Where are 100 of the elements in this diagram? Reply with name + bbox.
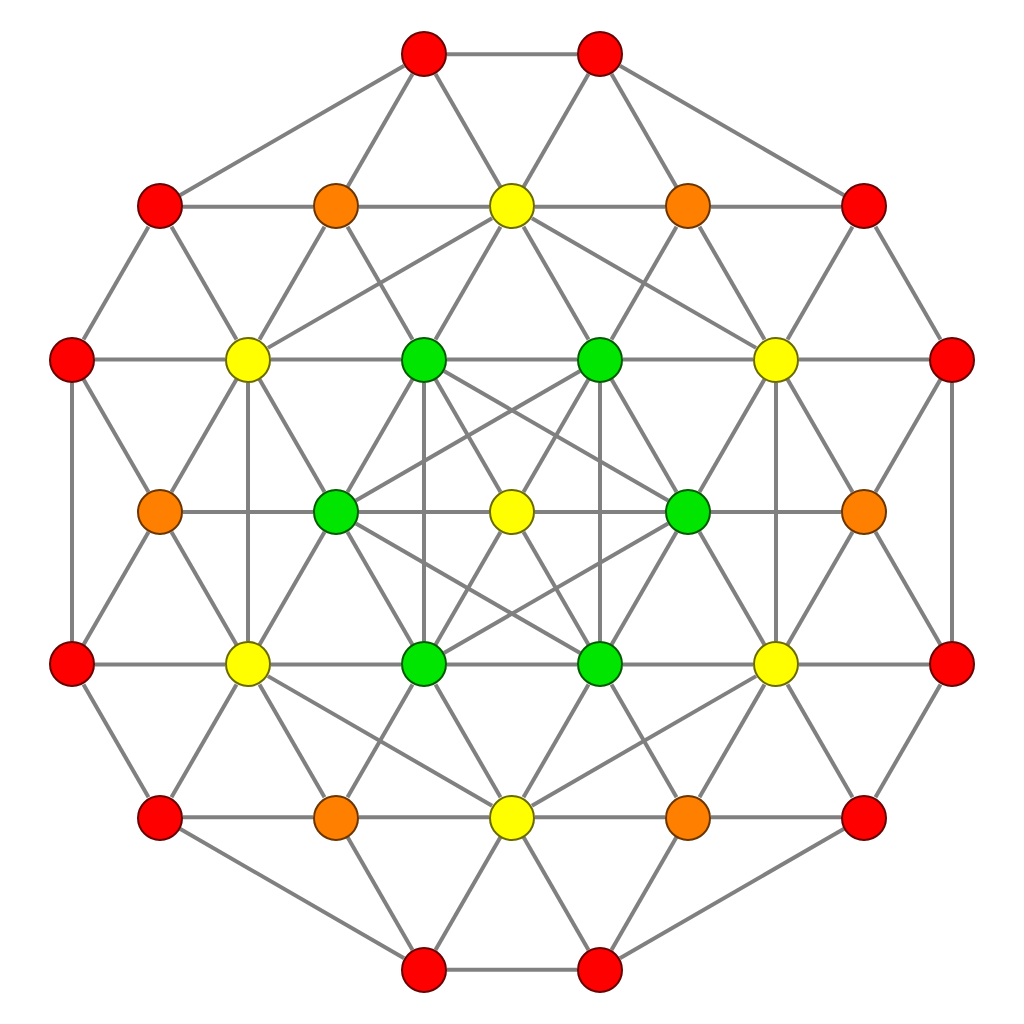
edge-line (345, 683, 415, 799)
edge-line (81, 683, 151, 799)
edge-line (354, 521, 582, 655)
vertex-circle (312, 793, 360, 842)
edge-line (169, 530, 239, 646)
edge-line (873, 225, 943, 341)
vertex-circle (400, 640, 448, 689)
edge-line (785, 378, 855, 494)
vertex-circle (48, 335, 96, 384)
edge-line (609, 378, 679, 494)
edge-line (447, 52, 577, 57)
vertex-circle (840, 793, 888, 842)
edge-line (246, 382, 250, 642)
vertex-circle (136, 182, 184, 231)
edge-line (623, 662, 753, 667)
edge-line (697, 378, 767, 494)
edge-line (785, 683, 855, 799)
edge-line (623, 357, 753, 362)
edge-line (442, 521, 670, 655)
vertex-circle (664, 793, 712, 842)
edge-line (359, 204, 489, 209)
edge-line (70, 382, 74, 642)
edge-line (873, 530, 943, 646)
edge-line (257, 530, 327, 646)
edge-line (530, 674, 758, 808)
vertex-circle (400, 945, 448, 994)
edge-line (178, 64, 406, 197)
vertex-circle (312, 182, 360, 231)
edge-line (433, 836, 503, 951)
edge-line (799, 662, 929, 667)
edge-line (774, 382, 778, 642)
edge-line (81, 530, 151, 646)
edge-line (447, 662, 577, 667)
edge-line (521, 225, 591, 341)
edge-line (535, 204, 665, 209)
edge-line (433, 378, 503, 494)
vertex-circle (664, 182, 712, 231)
edge-line (271, 662, 401, 667)
vertex-circle (400, 335, 448, 384)
edge-line (950, 382, 954, 642)
edge-line (711, 510, 841, 514)
edge-line (178, 827, 406, 960)
edge-line (183, 510, 313, 514)
edge-line (95, 357, 225, 362)
vertex-circle (752, 640, 800, 689)
edge-line (535, 815, 665, 820)
edge-line (354, 369, 582, 503)
vertex-circle (576, 945, 624, 994)
vertex-circle (840, 488, 888, 536)
edge-line (433, 683, 503, 799)
vertex-circle (488, 793, 536, 842)
vertex-circle (840, 182, 888, 231)
vertex-circle (488, 488, 536, 536)
edge-line (598, 382, 602, 642)
edge-line (433, 73, 503, 188)
edge-line (697, 225, 767, 341)
edge-line (359, 510, 489, 514)
vertex-circle (400, 30, 448, 79)
edge-line (618, 827, 846, 960)
vertex-circle (224, 335, 272, 384)
edge-line (169, 683, 239, 799)
edge-line (785, 530, 855, 646)
vertex-circle (664, 488, 712, 536)
edge-line (266, 216, 494, 350)
edge-line (345, 73, 415, 188)
edge-line (345, 530, 415, 646)
edge-line (183, 815, 313, 820)
edge-line (447, 357, 577, 362)
edge-line (345, 378, 415, 494)
edge-line (521, 73, 591, 188)
edge-line (169, 378, 239, 494)
vertex-circle (576, 335, 624, 384)
edge-line (271, 357, 401, 362)
edge-line (257, 683, 327, 799)
edge-line (81, 378, 151, 494)
vertex-circle (136, 488, 184, 536)
edge-line (697, 683, 767, 799)
edge-line (785, 225, 855, 341)
edge-line (521, 836, 591, 951)
edge-line (521, 683, 591, 799)
edge-line (697, 530, 767, 646)
edge-line (521, 530, 591, 646)
edge-line (442, 369, 670, 503)
edge-line (799, 357, 929, 362)
edge-line (873, 378, 943, 494)
edge-line (609, 836, 679, 951)
edge-line (183, 204, 313, 209)
edge-line (433, 530, 503, 646)
vertex-circle (576, 30, 624, 79)
edge-line (530, 216, 758, 350)
edge-line (266, 674, 494, 808)
edge-line (422, 382, 426, 642)
edge-line (609, 530, 679, 646)
edge-line (257, 225, 327, 341)
vertex-circle (928, 335, 976, 384)
edge-line (95, 662, 225, 667)
edge-line (81, 225, 151, 341)
edge-line (535, 510, 665, 514)
vertex-circle (48, 640, 96, 689)
edge-line (447, 967, 577, 972)
